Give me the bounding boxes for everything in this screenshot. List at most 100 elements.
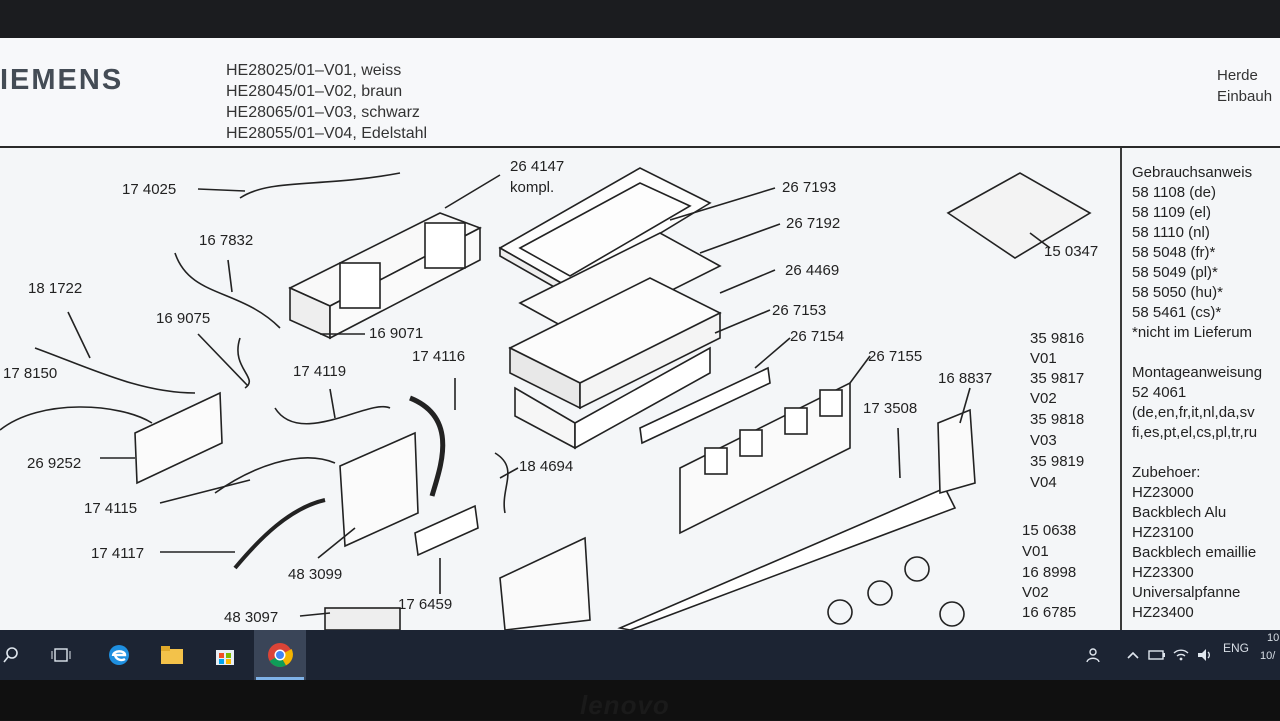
language-indicator[interactable]: ENG: [1223, 641, 1250, 655]
variant-code: V03: [1030, 432, 1057, 449]
info-line: fi,es,pt,el,cs,pl,tr,ru: [1132, 424, 1258, 441]
windows-taskbar: ENG 10 10/: [0, 630, 1280, 680]
search-icon[interactable]: [0, 642, 24, 668]
document-header: IEMENS HE28025/01–V01, weiss HE28045/01–…: [0, 38, 1280, 148]
part-label: 17 4115: [84, 500, 138, 517]
variant-number: 16 6785: [1022, 604, 1077, 621]
part-label: 26 7154: [790, 328, 845, 345]
chevron-up-icon[interactable]: [1120, 642, 1146, 668]
part-label: 18 1722: [28, 280, 83, 297]
front-panel: [617, 486, 957, 630]
variant-number: 35 9816: [1030, 330, 1085, 347]
cable: [34, 347, 196, 394]
variant-code: V04: [1030, 474, 1057, 491]
wifi-icon[interactable]: [1168, 642, 1194, 668]
panel-divider: [1120, 148, 1122, 630]
screw-bag: [946, 172, 1092, 259]
monitor-bottom-bezel: [0, 680, 1280, 720]
category-label: Einbauh: [1217, 88, 1273, 105]
part-label: 16 7832: [199, 232, 254, 249]
part-label: 17 6459: [398, 596, 453, 613]
part-label: 15 0347: [1044, 243, 1099, 260]
cable: [214, 457, 336, 494]
cable: [409, 395, 446, 497]
socket: [819, 389, 843, 417]
clock-date[interactable]: 10/: [1260, 650, 1276, 662]
variant-code: V01: [1022, 543, 1049, 560]
category-label: Herde: [1217, 67, 1258, 84]
battery-icon[interactable]: [1144, 642, 1170, 668]
variant-number: 35 9819: [1030, 453, 1085, 470]
panel-knob-hole: [867, 580, 893, 606]
part-label: kompl.: [510, 179, 555, 196]
store-icon[interactable]: [212, 642, 238, 668]
part-label: 48 3099: [288, 566, 343, 583]
circuit-board: [339, 431, 419, 548]
monitor-top-bezel: [0, 0, 1280, 38]
variant-number: 35 9818: [1030, 411, 1085, 428]
part-label: 48 3097: [224, 609, 279, 626]
file-explorer-icon[interactable]: [159, 642, 185, 668]
info-line: (de,en,fr,it,nl,da,sv: [1132, 404, 1255, 421]
people-icon[interactable]: [1082, 642, 1108, 668]
part-label: 26 7192: [786, 215, 841, 232]
info-line: HZ23000: [1132, 484, 1194, 501]
chrome-browser-icon[interactable]: [267, 642, 293, 668]
socket: [704, 447, 728, 475]
info-line: Gebrauchsanweis: [1132, 164, 1253, 181]
cable: [237, 337, 251, 389]
part-label: 17 4117: [91, 545, 145, 562]
part-label: 17 3508: [863, 400, 918, 417]
info-line: Universalpfanne: [1132, 584, 1241, 601]
part-label: 16 9075: [156, 310, 211, 327]
part-label: 26 9252: [27, 455, 82, 472]
task-view-icon[interactable]: [48, 642, 74, 668]
variant-code: V02: [1030, 390, 1057, 407]
part-label: 17 8150: [3, 365, 58, 382]
model-line: HE28025/01–V01, weiss: [226, 62, 402, 79]
cable: [274, 405, 391, 425]
document-viewer[interactable]: IEMENS HE28025/01–V01, weiss HE28045/01–…: [0, 38, 1280, 630]
clock-time[interactable]: 10: [1267, 632, 1280, 644]
info-line: 58 1108 (de): [1132, 184, 1216, 201]
part-label: 26 7153: [772, 302, 827, 319]
info-line: HZ23300: [1132, 564, 1194, 581]
variant-code: V02: [1022, 584, 1049, 601]
info-line: 58 5048 (fr)*: [1132, 244, 1216, 261]
circuit-board: [134, 391, 223, 485]
part-label: 26 7193: [782, 179, 837, 196]
info-line: Zubehoer:: [1132, 464, 1201, 481]
bracket: [937, 408, 976, 495]
volume-icon[interactable]: [1192, 642, 1218, 668]
circuit-board: [414, 504, 479, 557]
cable: [0, 406, 153, 431]
active-app-indicator: [256, 677, 304, 680]
variant-code: V01: [1030, 350, 1057, 367]
info-line: HZ23400: [1132, 604, 1194, 621]
edge-browser-icon[interactable]: [106, 642, 132, 668]
socket: [739, 429, 763, 457]
brand-logo: IEMENS: [0, 64, 124, 96]
variant-number: 15 0638: [1022, 522, 1077, 539]
info-line: 58 5049 (pl)*: [1132, 264, 1218, 281]
cable: [494, 452, 509, 514]
info-line: 58 1110 (nl): [1132, 224, 1210, 241]
exploded-parts-diagram: [0, 167, 1092, 630]
socket: [784, 407, 808, 435]
panel-knob-hole: [827, 599, 853, 625]
info-line: 52 4061: [1132, 384, 1187, 401]
part-label: 26 4469: [785, 262, 840, 279]
part-label: 16 9071: [369, 325, 424, 342]
variant-number: 35 9817: [1030, 370, 1085, 387]
part-label: 26 4147: [510, 158, 565, 175]
info-line: 58 5461 (cs)*: [1132, 304, 1222, 321]
switch-block: [579, 311, 721, 410]
cable: [174, 252, 281, 329]
trim-strip: [639, 366, 771, 445]
circuit-board: [324, 607, 401, 630]
model-line: HE28045/01–V02, braun: [226, 83, 403, 100]
model-line: HE28055/01–V04, Edelstahl: [226, 125, 428, 142]
variant-number: 16 8998: [1022, 564, 1077, 581]
info-line: Backblech Alu: [1132, 504, 1227, 521]
info-line: *nicht im Lieferum: [1132, 324, 1253, 341]
